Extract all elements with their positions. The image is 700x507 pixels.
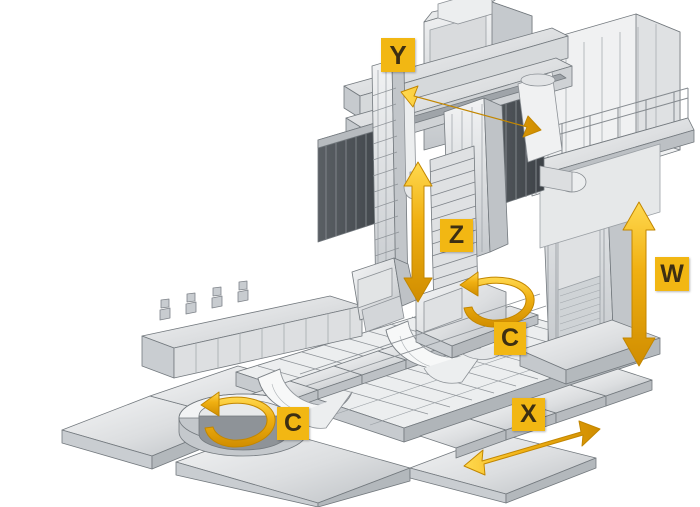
arrow-Z [403,161,433,303]
duct [517,71,587,193]
arrow-Y [400,85,542,138]
arrow-C-table [200,391,276,448]
axis-label-c-table: C [277,407,309,440]
axis-label-z: Z [440,219,473,252]
arrow-X [463,420,601,476]
axis-label-c-spindle: C [494,322,526,355]
arrow-W [622,201,656,367]
tool-magazine [141,280,363,379]
axis-label-y: Y [381,38,415,72]
spindle-head [415,277,507,359]
axis-label-x: X [512,398,545,431]
axis-label-w: W [655,257,689,291]
secondary-head [351,257,417,333]
arrow-C-spindle [459,271,535,328]
